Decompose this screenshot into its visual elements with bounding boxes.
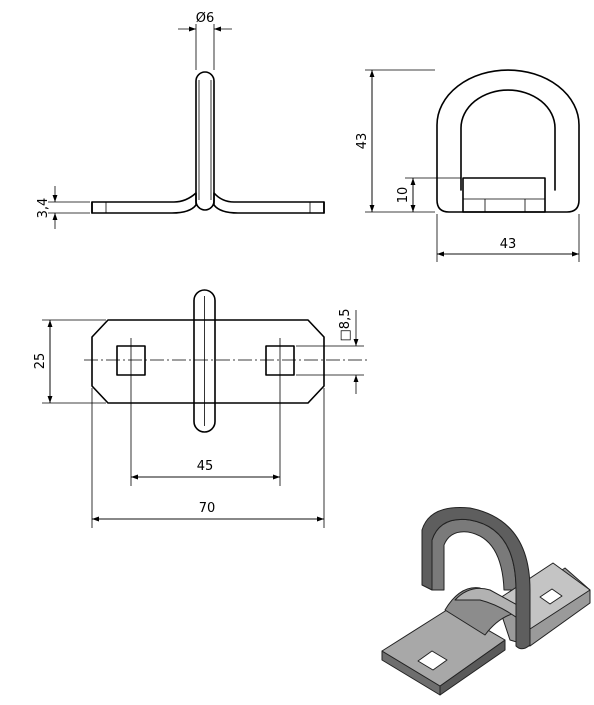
side-ring-outer: [436, 69, 580, 213]
top-view: 25 □8,5 45 70: [33, 289, 368, 528]
side-ring-inner: [460, 89, 556, 191]
dim-plate-length: 70: [199, 501, 216, 516]
side-base-block: [462, 177, 546, 213]
front-plate-outline: [91, 192, 197, 214]
dim-hole-spacing: 45: [197, 459, 214, 474]
front-view: Ø6 3,4: [36, 11, 325, 229]
dim-ring-height: 43: [355, 133, 370, 150]
top-plate-outline: [91, 319, 325, 404]
side-view: 43 10 43: [355, 69, 580, 262]
iso-ring-front: [421, 506, 531, 650]
dim-plate-width: 25: [33, 353, 48, 370]
dim-base-height: 10: [396, 187, 411, 204]
dim-ring-width: 43: [500, 237, 517, 252]
isometric-view: [381, 506, 591, 696]
top-ring: [193, 289, 216, 433]
front-ring-profile: [195, 71, 215, 211]
dim-square-hole: □8,5: [338, 309, 353, 342]
dim-plate-thickness: 3,4: [36, 198, 51, 219]
dim-pin-diameter: Ø6: [196, 11, 215, 26]
